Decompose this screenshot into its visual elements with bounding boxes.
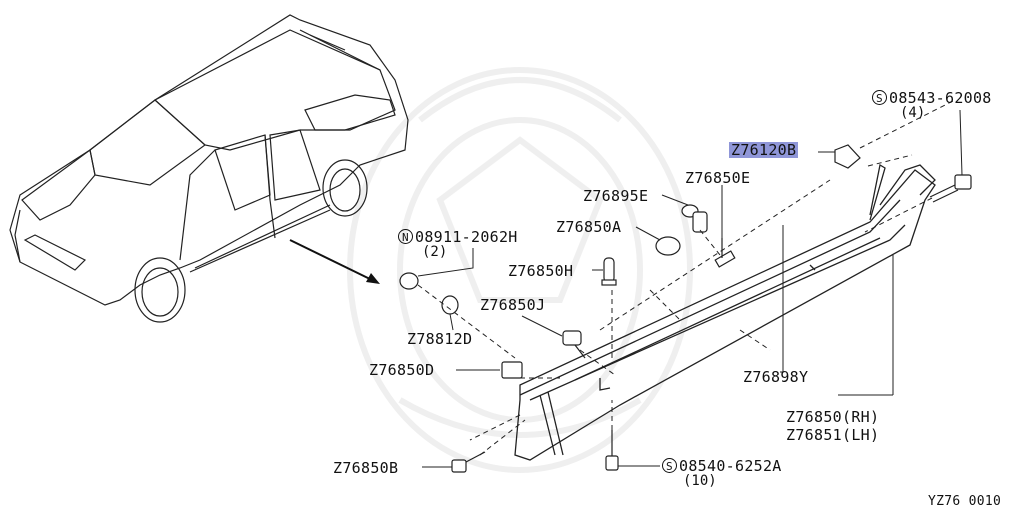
clip-z76850d: [501, 361, 523, 379]
direction-arrow: [289, 239, 380, 284]
part-label-z76850-rh[interactable]: Z76850(RH): [786, 408, 880, 426]
diagram-id: YZ76 0010: [928, 494, 1002, 509]
dashed-lines: [417, 99, 956, 456]
clip-z76850j: [562, 330, 586, 359]
circle-s-icon: S: [872, 90, 887, 105]
circle-n-icon: N: [398, 229, 413, 244]
part-qty-08540-6252a: (10): [683, 473, 717, 489]
part-qty-08543-62008: (4): [900, 105, 926, 121]
bolt-z76850b: [451, 451, 486, 473]
bolt-08543: [929, 174, 972, 203]
watermark-emblem: [347, 67, 693, 473]
part-label-z76850b[interactable]: Z76850B: [333, 459, 399, 477]
part-label-z76850j[interactable]: Z76850J: [480, 296, 546, 314]
leader-lines: [417, 109, 963, 468]
part-label-z76120b[interactable]: Z76120B: [729, 141, 799, 159]
circle-s-icon: S: [662, 458, 677, 473]
part-label-z76851-lh[interactable]: Z76851(LH): [786, 426, 880, 444]
part-label-z76850h[interactable]: Z76850H: [508, 262, 574, 280]
cap-z76850a: [655, 236, 681, 256]
hardware-parts: [399, 144, 972, 473]
nut-08911: [399, 272, 419, 290]
screw-z76895e: [681, 204, 708, 233]
part-label-z76850a[interactable]: Z76850A: [556, 218, 622, 236]
part-label-z76850e[interactable]: Z76850E: [685, 169, 751, 187]
part-label-z76850d[interactable]: Z76850D: [369, 361, 435, 379]
side-sill-panel: [514, 163, 936, 461]
part-qty-08911-2062h: (2): [422, 244, 448, 260]
part-label-z76895e[interactable]: Z76895E: [583, 187, 649, 205]
clip-z76120b: [834, 144, 861, 169]
grommet-z76850e: [714, 238, 736, 268]
car-illustration: [9, 14, 409, 323]
part-label-z78812d[interactable]: Z78812D: [407, 330, 473, 348]
rivet-z76850h: [601, 257, 617, 286]
screw-08540: [605, 430, 619, 471]
part-label-z76898y[interactable]: Z76898Y: [743, 368, 809, 386]
washer-z78812d: [441, 295, 459, 315]
